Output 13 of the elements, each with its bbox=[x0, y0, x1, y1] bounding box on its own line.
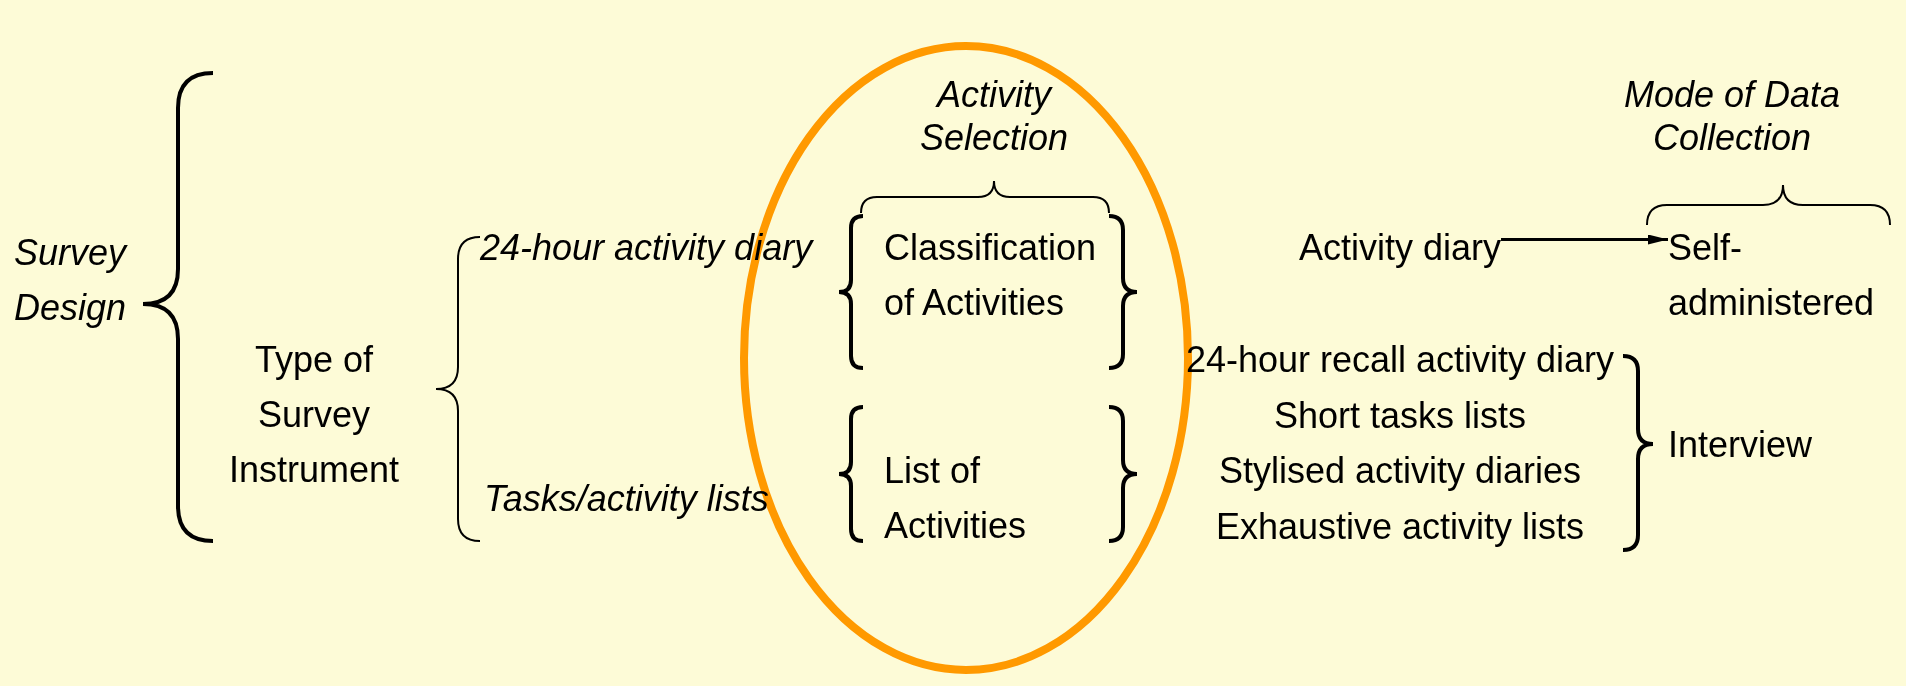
arrow bbox=[1501, 234, 1668, 245]
category-heading: Activity Selection bbox=[918, 72, 1070, 159]
item-label: Type of Survey Instrument bbox=[227, 337, 401, 492]
item-label: Exhaustive activity lists bbox=[1215, 504, 1585, 549]
item-label: List of Activities bbox=[884, 448, 1028, 548]
item-label: Interview bbox=[1668, 422, 1813, 467]
item-label: Activity diary bbox=[1299, 219, 1501, 275]
category-heading: Mode of Data Collection bbox=[1622, 72, 1842, 159]
category-heading: Survey Design bbox=[14, 230, 129, 330]
item-label: Self-administered bbox=[1668, 219, 1883, 330]
item-label: Classification of Activities bbox=[884, 225, 1098, 325]
item-label: Stylised activity diaries bbox=[1218, 448, 1582, 493]
item-label: Short tasks lists bbox=[1273, 393, 1527, 438]
